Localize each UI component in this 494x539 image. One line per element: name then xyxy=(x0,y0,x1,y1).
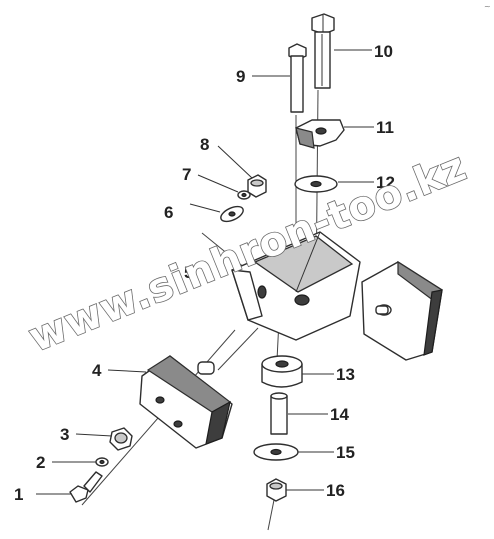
callout-11: 11 xyxy=(376,118,394,137)
callout-15: 15 xyxy=(336,443,355,462)
callout-4: 4 xyxy=(92,361,102,380)
part-12-washer xyxy=(294,175,338,193)
callout-1: 1 xyxy=(14,485,23,504)
part-10-long-bolt xyxy=(311,13,335,89)
part-11-clamp-plate xyxy=(295,119,345,149)
part-9-bolt xyxy=(288,43,307,113)
part-13-bushing xyxy=(261,355,303,388)
part-1-bolt xyxy=(69,471,103,503)
part-5-bracket xyxy=(231,231,361,341)
callout-9: 9 xyxy=(236,67,245,86)
callout-7: 7 xyxy=(182,165,191,184)
callout-12: 12 xyxy=(376,173,395,192)
part-7-spring-washer xyxy=(237,190,251,200)
part-8-nut xyxy=(247,174,267,198)
rubber-mount-right xyxy=(361,260,443,361)
callout-5: 5 xyxy=(184,263,193,282)
part-3-spacer xyxy=(109,427,133,451)
part-14-sleeve xyxy=(270,392,288,435)
callout-2: 2 xyxy=(36,453,45,472)
corner-mark: ~ xyxy=(484,2,491,11)
part-2-spring-washer xyxy=(95,457,109,467)
callout-14: 14 xyxy=(330,405,349,424)
callout-10: 10 xyxy=(374,42,393,61)
callout-16: 16 xyxy=(326,481,345,500)
callout-13: 13 xyxy=(336,365,355,384)
callout-8: 8 xyxy=(200,135,209,154)
part-15-washer xyxy=(253,443,299,461)
callout-3: 3 xyxy=(60,425,69,444)
callout-labels: 1 2 3 4 5 6 7 8 9 10 11 12 13 14 15 16 xyxy=(14,42,395,504)
callout-6: 6 xyxy=(164,203,173,222)
part-6-washer xyxy=(220,205,244,223)
callout-leaders xyxy=(36,49,374,495)
part-16-nut xyxy=(266,478,287,502)
part-4-rubber-mount xyxy=(139,355,233,449)
